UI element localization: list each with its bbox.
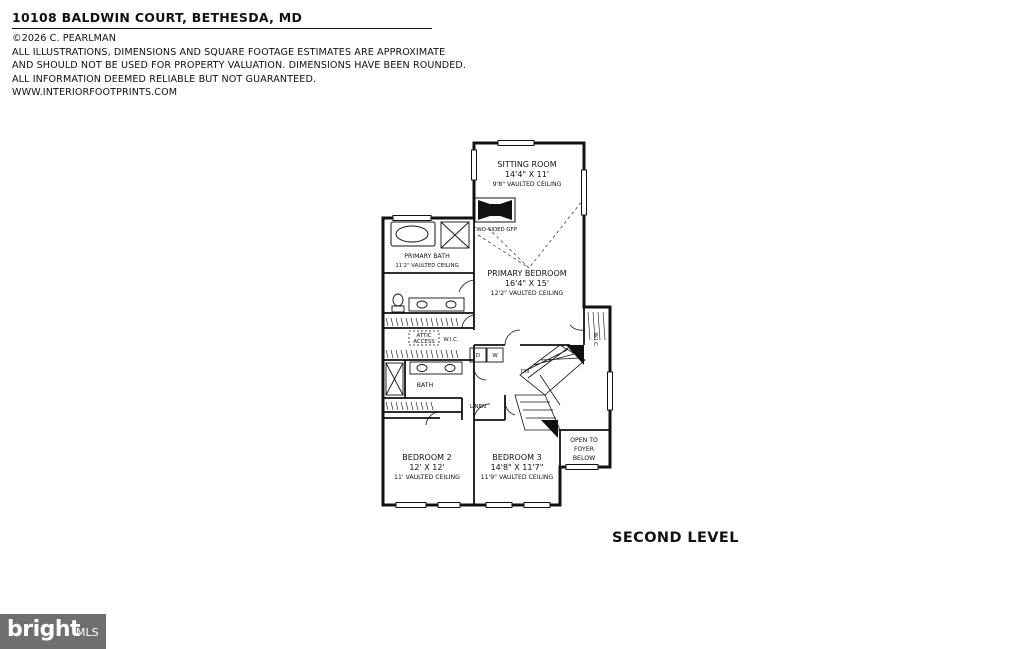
primary-bath-ceiling: 11'2" VAULTED CEILING (395, 263, 458, 269)
linen-label: LINEN (470, 404, 486, 410)
stair-wedge-top (566, 345, 584, 365)
washer-label: W (492, 353, 498, 359)
bathtub-icon (390, 221, 436, 247)
bedroom3-ceiling: 11'9" VAULTED CEILING (481, 474, 554, 481)
laundry (469, 347, 504, 363)
doors (425, 279, 585, 426)
bedroom2-name: BEDROOM 2 (402, 453, 451, 462)
watermark-suffix: MLS (76, 626, 99, 639)
watermark-brand: bright (7, 617, 81, 642)
toilet-icon (391, 293, 405, 313)
bedroom3-name: BEDROOM 3 (492, 453, 541, 462)
stair-wedge-bottom (541, 420, 558, 438)
bedroom3-dims: 14'8" X 11'7" (491, 463, 544, 472)
primary-bedroom-ceiling: 12'2" VAULTED CEILING (491, 290, 564, 297)
website: WWW.INTERIORFOOTPRINTS.COM (12, 87, 178, 99)
interior-walls (383, 218, 610, 505)
attic-label-1: ATTIC (416, 333, 431, 339)
windows (392, 140, 613, 508)
primary-bath-name: PRIMARY BATH (404, 253, 450, 260)
header: 10108 BALDWIN COURT, BETHESDA, MD ©2026 … (12, 10, 467, 100)
hall-bath-fixtures (385, 361, 463, 396)
copyright: ©2026 C. PEARLMAN (12, 33, 116, 44)
sitting-room-dims: 14'4" X 11' (505, 170, 549, 179)
primary-bedroom-dims: 16'4" X 15' (505, 279, 549, 288)
dryer-label: D (476, 353, 480, 359)
down-label: DN (521, 369, 529, 375)
attic-access-box (408, 330, 440, 346)
staircase (514, 344, 586, 431)
primary-bedroom-name: PRIMARY BEDROOM (487, 269, 566, 278)
mls-watermark: bright MLS (0, 614, 106, 649)
open-to-label-1: OPEN TO (570, 437, 598, 444)
disclaimer-line-2: AND SHOULD NOT BE USED FOR PROPERTY VALU… (12, 60, 467, 72)
bedroom2-ceiling: 11' VAULTED CEILING (394, 474, 460, 481)
closet-shelving (385, 311, 606, 411)
property-address: 10108 BALDWIN COURT, BETHESDA, MD (12, 10, 432, 29)
level-label: SECOND LEVEL (612, 530, 739, 546)
wic-right-label: W.I.C. (592, 332, 598, 347)
fireplace-icon (474, 197, 516, 223)
attic-label-2: ACCESS (413, 339, 435, 345)
vault-lines (477, 199, 584, 269)
bedroom2-dims: 12' X 12' (409, 463, 444, 472)
shower-icon (440, 221, 470, 249)
hall-bath-label: BATH (417, 382, 434, 389)
open-to-label-2: FOYER (574, 446, 595, 453)
disclaimer-line-3: ALL INFORMATION DEEMED RELIABLE BUT NOT … (12, 73, 317, 85)
primary-vanity-icon (408, 297, 465, 312)
fireplace-label: TWO-SIDED GFP (472, 227, 518, 233)
sitting-room-ceiling: 9'8" VAULTED CEILING (493, 181, 562, 188)
open-to-label-3: BELOW (573, 455, 595, 462)
wic-label: W.I.C. (443, 337, 458, 343)
sitting-room-name: SITTING ROOM (497, 160, 556, 169)
disclaimer-line-1: ALL ILLUSTRATIONS, DIMENSIONS AND SQUARE… (12, 46, 446, 58)
